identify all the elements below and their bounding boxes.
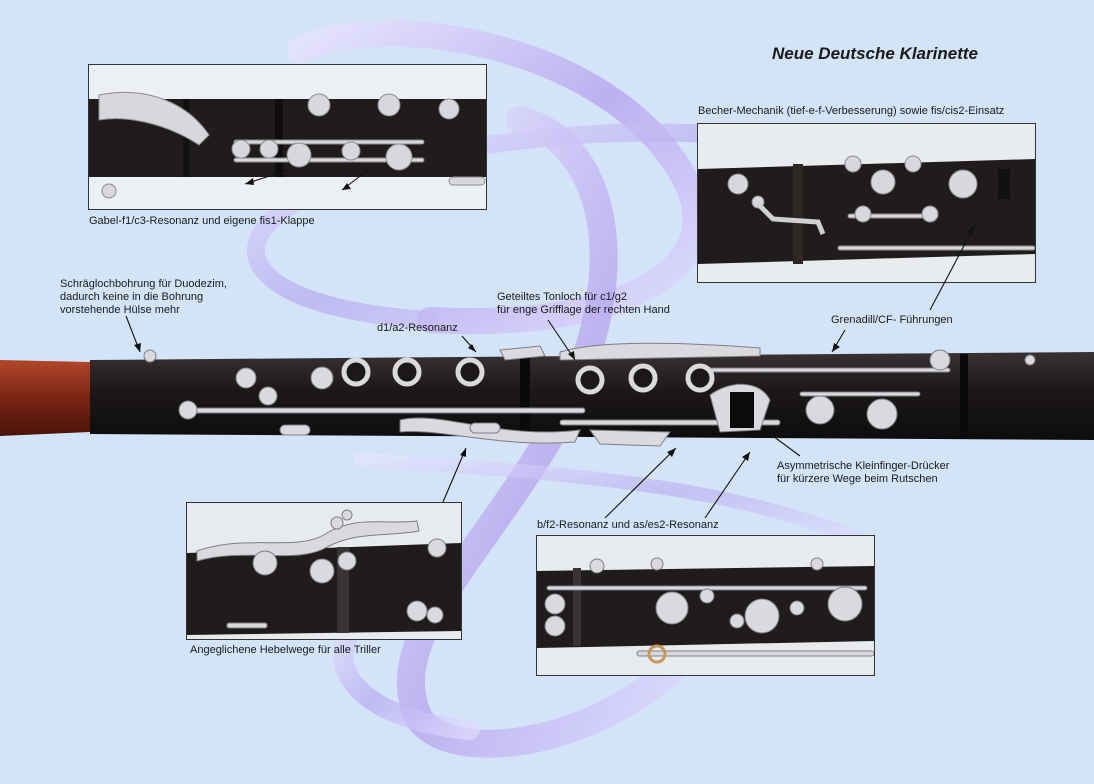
label-d1a2: d1/a2-Resonanz (377, 322, 458, 334)
label-becher: Becher-Mechanik (tief-e-f-Verbesserung) … (698, 105, 1005, 117)
label-bf2: b/f2-Resonanz und as/es2-Resonanz (537, 519, 719, 531)
photo-resonanz-mechanism (536, 535, 875, 676)
label-tonloch-2: für enge Grifflage der rechten Hand (497, 304, 670, 316)
photo-hebel-mechanism (186, 502, 462, 640)
label-asym-1: Asymmetrische Kleinfinger-Drücker (777, 460, 950, 472)
label-asym-2: für kürzere Wege beim Rutschen (777, 473, 938, 485)
label-schraeg-1: Schräglochbohrung für Duodezim, (60, 278, 227, 290)
label-hebel: Angeglichene Hebelwege für alle Triller (190, 644, 381, 656)
label-grenadill: Grenadill/CF- Führungen (831, 314, 953, 326)
label-schraeg-3: vorstehende Hülse mehr (60, 304, 180, 316)
arrow-pointer (125, 169, 976, 519)
label-schraeg-2: dadurch keine in die Bohrung (60, 291, 204, 303)
photo-becher-mechanism (697, 123, 1036, 283)
label-tonloch-1: Geteiltes Tonloch für c1/g2 (497, 291, 628, 303)
page-title: Neue Deutsche Klarinette (772, 44, 978, 63)
photo-gabel-mechanism (88, 64, 487, 210)
label-gabel: Gabel-f1/c3-Resonanz und eigene fis1-Kla… (89, 215, 315, 227)
